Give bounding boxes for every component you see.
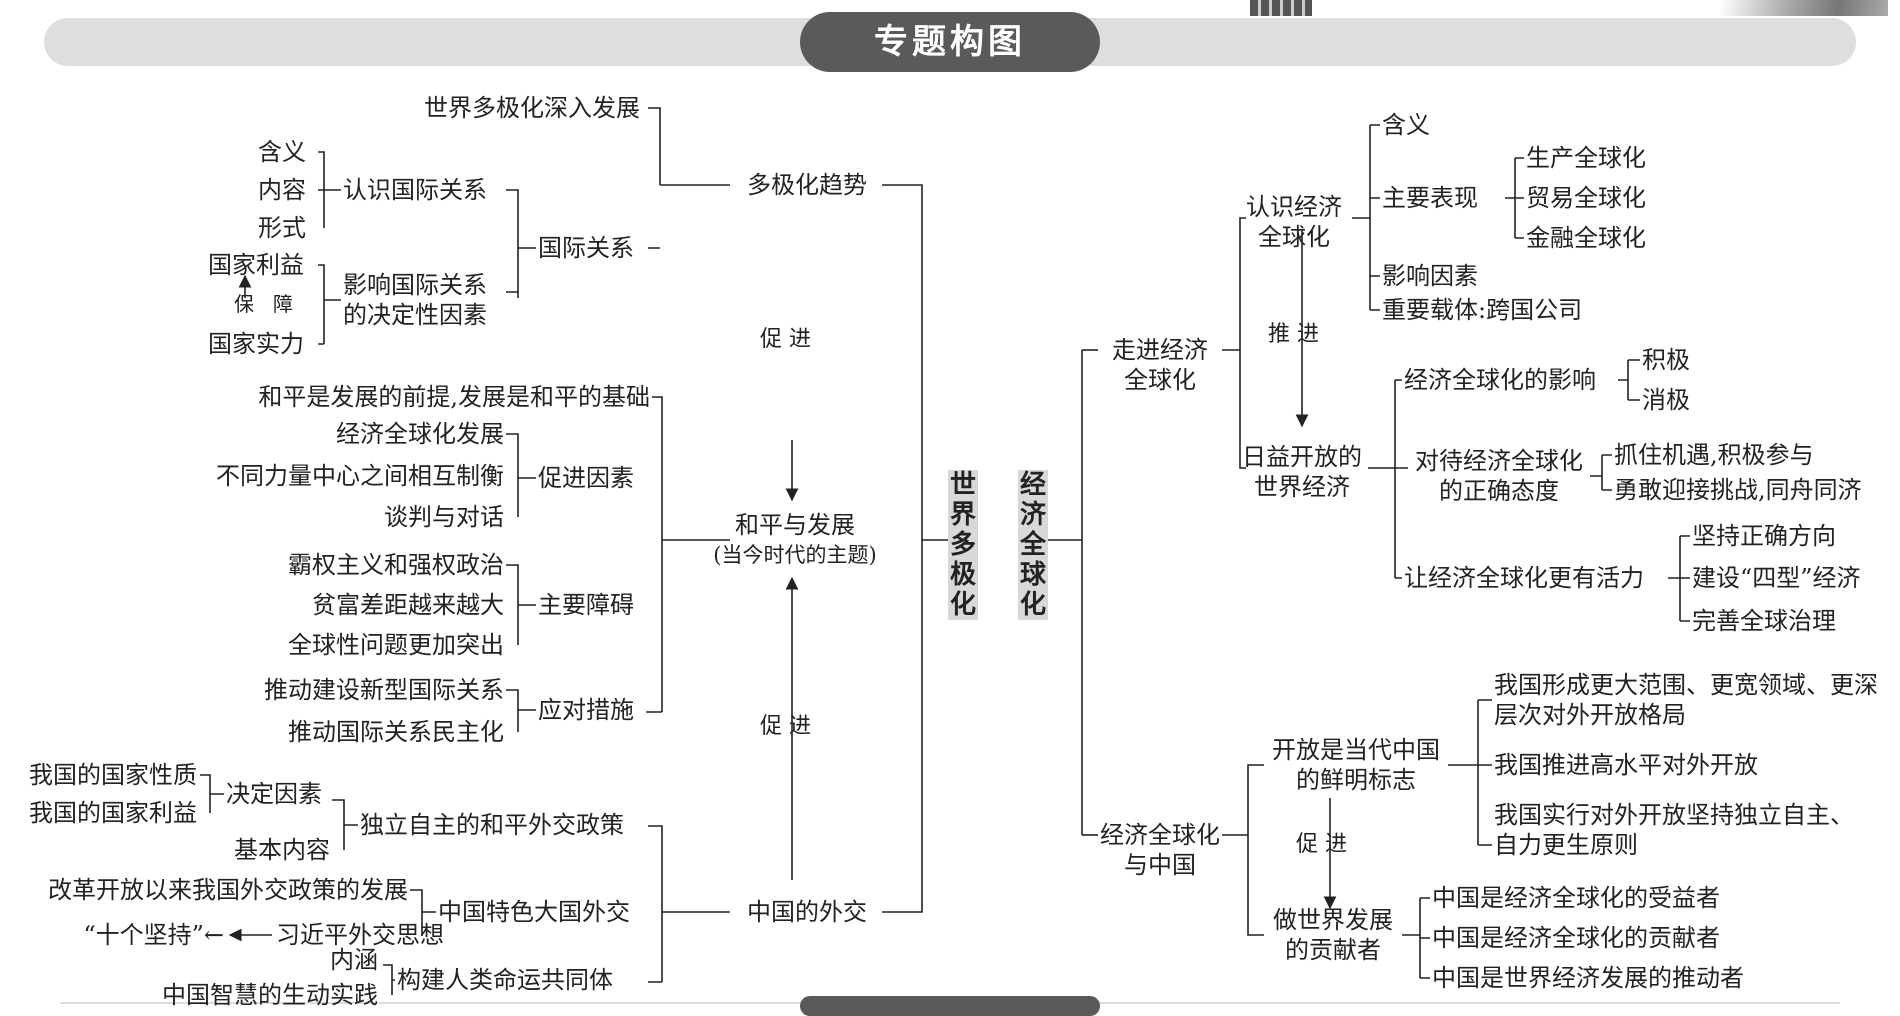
node-policy-development: 改革开放以来我国外交政策的发展 [48, 876, 408, 904]
node-china-diplomacy: 中国的外交 [747, 898, 867, 926]
node-countermeasures: 应对措施 [538, 696, 634, 724]
node-walk-into-globalization: 走进经济全球化 [1112, 336, 1208, 394]
node-obstacle-2: 贫富差距越来越大 [312, 591, 504, 619]
node-recognize-content: 内容 [258, 176, 306, 204]
node-factor-2: 不同力量中心之间相互制衡 [216, 462, 504, 490]
node-recognize-relations: 认识国际关系 [343, 176, 487, 204]
header-decoration-right [1720, 0, 1888, 16]
node-recognize-form: 形式 [258, 214, 306, 242]
node-obstacle-1: 霸权主义和强权政治 [288, 551, 504, 579]
center-world-multipolarization: 世界多极化 [948, 470, 978, 620]
label-push: 推 进 [1268, 322, 1319, 347]
center-economic-globalization: 经济全球化 [1018, 470, 1048, 620]
node-recognize-meaning: 含义 [258, 138, 306, 166]
node-global-governance: 完善全球治理 [1692, 607, 1836, 635]
label-promote-top: 促 进 [760, 327, 811, 352]
node-contributor: 中国是经济全球化的贡献者 [1432, 924, 1720, 952]
page-title: 专题构图 [800, 12, 1100, 72]
node-measure-1: 推动建设新型国际关系 [264, 676, 504, 704]
node-factor-3: 谈判与对话 [384, 503, 504, 531]
node-understand-globalization: 认识经济全球化 [1246, 193, 1342, 251]
node-finance-globalization: 金融全球化 [1526, 224, 1646, 252]
node-opening-pattern: 我国形成更大范围、更宽领域、更深层次对外开放格局 [1494, 671, 1878, 729]
node-globalization-and-china: 经济全球化与中国 [1100, 821, 1220, 879]
node-international-relations: 国际关系 [538, 234, 634, 262]
node-beneficiary: 中国是经济全球化的受益者 [1432, 884, 1720, 912]
node-production-globalization: 生产全球化 [1526, 144, 1646, 172]
node-basic-content: 基本内容 [234, 836, 330, 864]
node-obstacle-3: 全球性问题更加突出 [288, 631, 504, 659]
node-globalization-vitality: 让经济全球化更有活力 [1404, 564, 1644, 592]
node-right-direction: 坚持正确方向 [1692, 522, 1836, 550]
node-impact-negative: 消极 [1642, 386, 1690, 414]
node-world-contributor: 做世界发展的贡献者 [1273, 906, 1393, 964]
node-community-shared-future: 构建人类命运共同体 [397, 966, 613, 994]
label-promote-right: 促 进 [1296, 832, 1347, 857]
node-factor-1: 经济全球化发展 [336, 420, 504, 448]
node-national-interest: 国家利益 [208, 251, 304, 279]
node-decisive-factor: 影响国际关系 的决定性因素 [343, 271, 487, 329]
node-globalization-impact: 经济全球化的影响 [1404, 366, 1596, 394]
node-independent-policy: 独立自主的和平外交政策 [360, 811, 624, 839]
node-peace-premise: 和平是发展的前提,发展是和平的基础 [258, 383, 650, 411]
label-promote-bottom: 促 进 [760, 714, 811, 739]
node-understand-meaning: 含义 [1382, 111, 1430, 139]
node-promoter: 中国是世界经济发展的推动者 [1432, 964, 1744, 992]
node-peace-development: 和平与发展 (当今时代的主题) [713, 511, 877, 567]
node-deepening: 世界多极化深入发展 [424, 94, 640, 122]
node-national-nature: 我国的国家性质 [29, 761, 197, 789]
node-main-obstacles: 主要障碍 [538, 591, 634, 619]
label-guarantee-right: 障 [273, 292, 293, 316]
label-guarantee-left: 保 [234, 292, 254, 316]
node-major-country-diplomacy: 中国特色大国外交 [438, 898, 630, 926]
node-high-level-opening: 我国推进高水平对外开放 [1494, 751, 1758, 779]
node-four-type-economy: 建设“四型”经济 [1692, 564, 1861, 592]
node-trade-globalization: 贸易全球化 [1526, 184, 1646, 212]
header-decoration-left [1250, 0, 1312, 16]
node-chinese-wisdom: 中国智慧的生动实践 [162, 981, 378, 1009]
node-decisive-factors: 决定因素 [226, 780, 322, 808]
node-influencing-factors: 影响因素 [1382, 262, 1478, 290]
node-correct-attitude: 对待经济全球化的正确态度 [1415, 447, 1583, 505]
node-national-strength: 国家实力 [208, 330, 304, 358]
node-attitude-challenge: 勇敢迎接挑战,同舟同济 [1614, 476, 1862, 504]
node-measure-2: 推动国际关系民主化 [288, 718, 504, 746]
node-multipolar-trend: 多极化趋势 [747, 171, 867, 199]
node-ten-adherences: “十个坚持”← [83, 921, 224, 949]
node-xi-diplomacy-thought: 习近平外交思想 [276, 921, 444, 949]
node-opening-mark: 开放是当代中国的鲜明标志 [1272, 736, 1440, 794]
node-open-world-economy: 日益开放的世界经济 [1242, 443, 1362, 501]
node-national-interests: 我国的国家利益 [29, 799, 197, 827]
node-impact-positive: 积极 [1642, 346, 1690, 374]
node-carrier: 重要载体:跨国公司 [1382, 296, 1583, 324]
node-independent-opening: 我国实行对外开放坚持独立自主、自力更生原则 [1494, 801, 1854, 859]
node-promoting-factors: 促进因素 [538, 464, 634, 492]
node-connotation: 内涵 [330, 946, 378, 974]
node-main-forms: 主要表现 [1382, 184, 1478, 212]
node-attitude-seize: 抓住机遇,积极参与 [1614, 441, 1814, 469]
